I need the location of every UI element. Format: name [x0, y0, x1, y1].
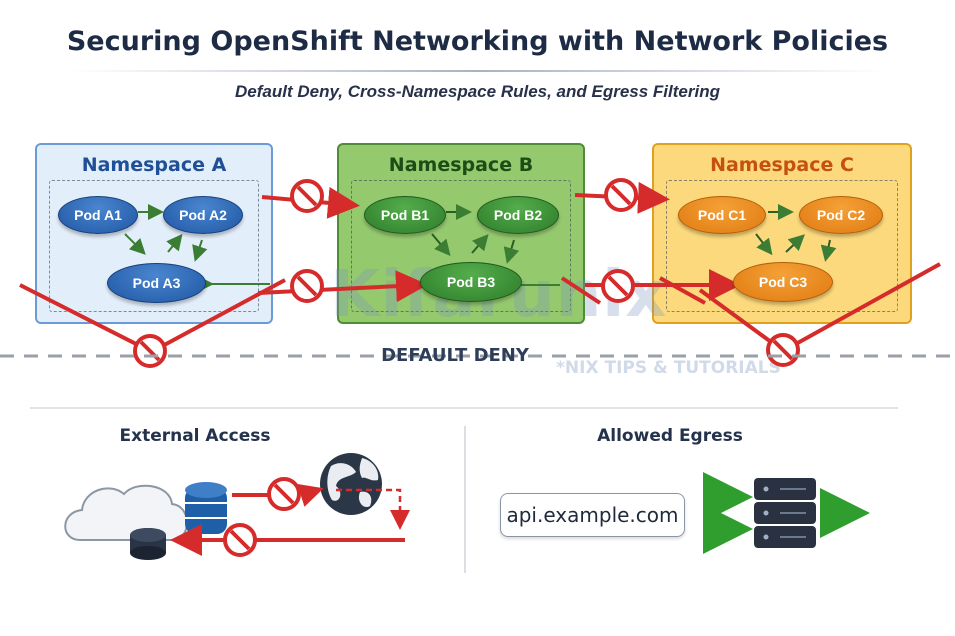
watermark-tagline: *NIX TIPS & TUTORIALS: [556, 358, 781, 378]
page-title: Securing OpenShift Networking with Netwo…: [66, 26, 889, 57]
pod-c2: Pod C2: [799, 196, 883, 234]
globe-icon: [320, 453, 382, 515]
no-entry-icon: [223, 523, 257, 557]
external-flows: [170, 483, 410, 556]
egress-endpoint: api.example.com: [500, 493, 685, 537]
no-entry-icon: [267, 477, 301, 511]
no-entry-icon: [290, 179, 324, 213]
namespace-b-flows: [431, 204, 520, 264]
pod-c1: Pod C1: [678, 196, 766, 234]
page-subtitle: Default Deny, Cross-Namespace Rules, and…: [235, 82, 720, 101]
pod-a1: Pod A1: [58, 196, 138, 234]
namespace-b-title: Namespace B: [388, 154, 534, 176]
namespace-c-boundary: [666, 180, 898, 312]
pod-a3: Pod A3: [107, 263, 206, 303]
no-entry-icon: [601, 269, 635, 303]
cloud-icon: [64, 484, 188, 541]
namespace-c-title: Namespace C: [710, 154, 854, 176]
server-icon: [754, 478, 816, 548]
title-divider: [70, 70, 885, 72]
pod-c3: Pod C3: [733, 262, 833, 302]
database-icon: [185, 482, 227, 534]
pod-b1: Pod B1: [364, 196, 446, 234]
no-entry-icon: [604, 178, 638, 212]
no-entry-icon: [290, 269, 324, 303]
flow-a3-a2: [166, 233, 183, 253]
no-entry-icon: [133, 334, 167, 368]
namespace-b-container: Namespace B: [337, 143, 585, 324]
default-deny-strokes: [19, 262, 941, 352]
database-icon: [130, 528, 166, 560]
egress-arrows: [703, 472, 870, 554]
pod-b2: Pod B2: [477, 196, 559, 234]
namespace-c-flows: [755, 204, 837, 262]
no-entry-icon: [766, 333, 800, 367]
pod-a2: Pod A2: [163, 196, 243, 234]
namespace-b-boundary: [351, 180, 571, 312]
pod-b3: Pod B3: [420, 262, 522, 302]
namespace-a-title: Namespace A: [81, 154, 227, 176]
namespace-a-flows: [124, 204, 208, 262]
external-access-title: External Access: [119, 426, 271, 446]
flow-a1-a3: [124, 233, 146, 255]
allowed-egress-title: Allowed Egress: [597, 426, 743, 446]
namespace-a-boundary: [49, 180, 259, 312]
flow-a2-a3: [192, 239, 208, 262]
default-deny-label: DEFAULT DENY: [381, 345, 529, 366]
